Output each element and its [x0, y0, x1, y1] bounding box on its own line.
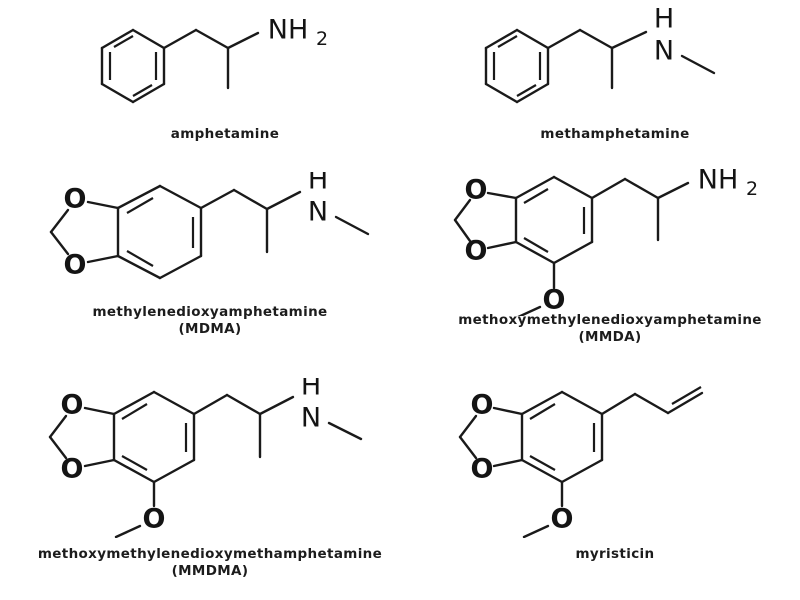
amine-label-nh2: NH 2 [268, 15, 328, 51]
caption-text: amphetamine [170, 126, 280, 142]
methylenedioxy-ring: O O [453, 175, 518, 267]
propanamine-side-chain [162, 28, 260, 90]
caption-myristicin: myristicin [430, 546, 800, 563]
propanamine-side-chain [546, 28, 648, 90]
methoxy-group: O [517, 261, 566, 316]
amine-label-nh-methyl: H N [308, 172, 370, 236]
caption-abbreviation: (MMDA) [578, 329, 642, 346]
benzene-ring [514, 175, 594, 265]
atom-label-nh-subscript: 2 [316, 28, 328, 50]
caption-abbreviation: (MMDMA) [171, 563, 249, 580]
atom-label-o-top: O [61, 390, 84, 421]
atom-label-nh-subscript: 2 [746, 178, 758, 200]
caption-text: methamphetamine [540, 126, 690, 142]
mdma-skeletal-diagram: O O H N [49, 172, 370, 281]
propanamine-side-chain [199, 188, 302, 254]
caption-text: methoxymethylenedioxyamphetamine [458, 312, 762, 328]
atom-label-o-bottom: O [465, 236, 488, 267]
atom-label-o-methoxy: O [551, 504, 574, 535]
structure-myristicin: O O O myristicin [430, 378, 800, 578]
amine-label-nh-methyl: H N [654, 6, 716, 75]
structure-amphetamine: NH 2 amphetamine [60, 6, 390, 156]
myristicin-skeletal-diagram: O O O [458, 386, 704, 538]
allyl-side-chain [600, 386, 704, 416]
structure-mmdma: O O O H N methoxymethylenedioxymethamphe [10, 378, 410, 581]
atom-label-o-top: O [471, 390, 494, 421]
atom-label-o-methoxy: O [143, 504, 166, 535]
propanamine-side-chain [590, 177, 690, 242]
structure-mmda: O O O NH 2 methoxymethylenedioxyamphetam… [420, 166, 800, 356]
caption-amphetamine: amphetamine [60, 126, 390, 143]
atom-label-n: N [308, 197, 328, 228]
methylenedioxy-ring: O O [48, 390, 116, 485]
structure-methamphetamine: H N methamphetamine [450, 6, 780, 156]
methoxy-group: O [114, 480, 166, 538]
amine-label-nh2: NH 2 [698, 166, 758, 200]
atom-label-o-top: O [64, 184, 87, 215]
mmdma-skeletal-diagram: O O O H N [48, 378, 363, 538]
atom-label-o-bottom: O [471, 454, 494, 485]
caption-text: myristicin [575, 546, 655, 562]
caption-mdma: methylenedioxyamphetamine (MDMA) [10, 304, 410, 339]
amphetamine-skeletal-diagram: NH 2 [100, 15, 328, 104]
propanamine-side-chain [192, 393, 295, 459]
mmda-skeletal-diagram: O O O NH 2 [453, 166, 758, 316]
atom-label-o-bottom: O [64, 250, 87, 281]
methoxy-group: O [522, 480, 574, 538]
atom-label-nh: NH [698, 166, 739, 196]
caption-abbreviation: (MDMA) [178, 321, 242, 338]
benzene-ring [520, 390, 604, 484]
methylenedioxy-ring: O O [49, 184, 120, 281]
atom-label-n: N [654, 36, 674, 67]
benzene-ring [116, 184, 203, 280]
atom-label-n: N [301, 403, 321, 434]
atom-label-h: H [654, 6, 674, 35]
caption-mmdma: methoxymethylenedioxymethamphetamine (MM… [10, 546, 410, 581]
methamphetamine-skeletal-diagram: H N [484, 6, 716, 104]
benzene-ring [100, 28, 166, 104]
structure-mdma: O O H N methylenedioxyamphetamine (MDMA) [10, 172, 410, 352]
atom-label-h: H [308, 172, 328, 196]
caption-methamphetamine: methamphetamine [450, 126, 780, 143]
benzene-ring [484, 28, 550, 104]
amine-label-nh-methyl: H N [301, 378, 363, 441]
methylenedioxy-ring: O O [458, 390, 524, 485]
caption-mmda: methoxymethylenedioxyamphetamine (MMDA) [420, 312, 800, 347]
atom-label-h: H [301, 378, 321, 402]
atom-label-nh: NH [268, 15, 309, 46]
caption-text: methylenedioxyamphetamine [92, 304, 328, 320]
caption-text: methoxymethylenedioxymethamphetamine [37, 546, 383, 562]
benzene-ring [112, 390, 196, 484]
atom-label-o-methoxy: O [543, 285, 566, 316]
atom-label-o-top: O [465, 175, 488, 206]
atom-label-o-bottom: O [61, 454, 84, 485]
